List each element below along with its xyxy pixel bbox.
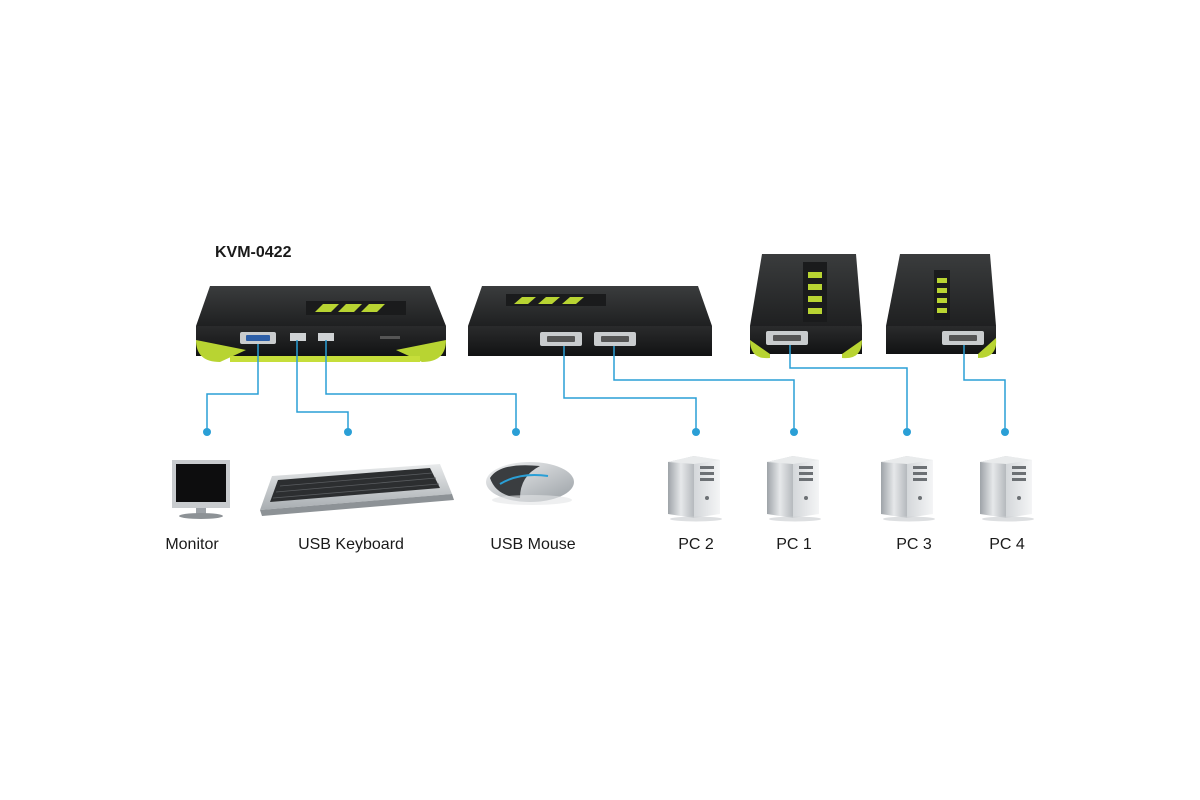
connector-keyboard xyxy=(296,340,349,432)
keyboard-icon xyxy=(260,464,454,516)
kvm-unit-side-view-b xyxy=(886,254,997,358)
kvm-unit-side-view-a xyxy=(750,254,862,359)
usb-port-icon xyxy=(318,333,334,341)
label-pc2: PC 2 xyxy=(678,536,714,553)
connector-pc2 xyxy=(563,346,697,432)
model-title: KVM-0422 xyxy=(215,244,292,261)
connector-pc3 xyxy=(789,345,908,432)
endpoint-dot xyxy=(344,428,352,436)
endpoint-dot xyxy=(203,428,211,436)
endpoint-dot xyxy=(790,428,798,436)
monitor-icon xyxy=(172,460,230,519)
label-usb-mouse: USB Mouse xyxy=(490,536,576,553)
mouse-icon xyxy=(486,462,574,505)
endpoint-dot xyxy=(1001,428,1009,436)
kvm-unit-console-view xyxy=(196,286,446,362)
connector-endpoints xyxy=(203,428,1009,436)
label-monitor: Monitor xyxy=(165,536,219,553)
endpoint-dot xyxy=(692,428,700,436)
label-pc1: PC 1 xyxy=(776,536,812,553)
pc-tower-icon xyxy=(668,456,722,522)
connector-pc1 xyxy=(613,346,795,432)
endpoint-dot xyxy=(512,428,520,436)
kvm-unit-pc-ports-view xyxy=(468,286,712,356)
pc-tower-icon xyxy=(767,456,821,522)
connector-monitor xyxy=(206,344,259,432)
pc-tower-icon xyxy=(881,456,935,522)
connector-mouse xyxy=(325,340,517,432)
label-pc3: PC 3 xyxy=(896,536,932,553)
connector-pc4 xyxy=(963,345,1006,432)
pc-tower-icon xyxy=(980,456,1034,522)
connector-lines xyxy=(206,340,1006,432)
label-pc4: PC 4 xyxy=(989,536,1025,553)
usb-port-icon xyxy=(290,333,306,341)
endpoint-dot xyxy=(903,428,911,436)
label-usb-keyboard: USB Keyboard xyxy=(298,536,404,553)
